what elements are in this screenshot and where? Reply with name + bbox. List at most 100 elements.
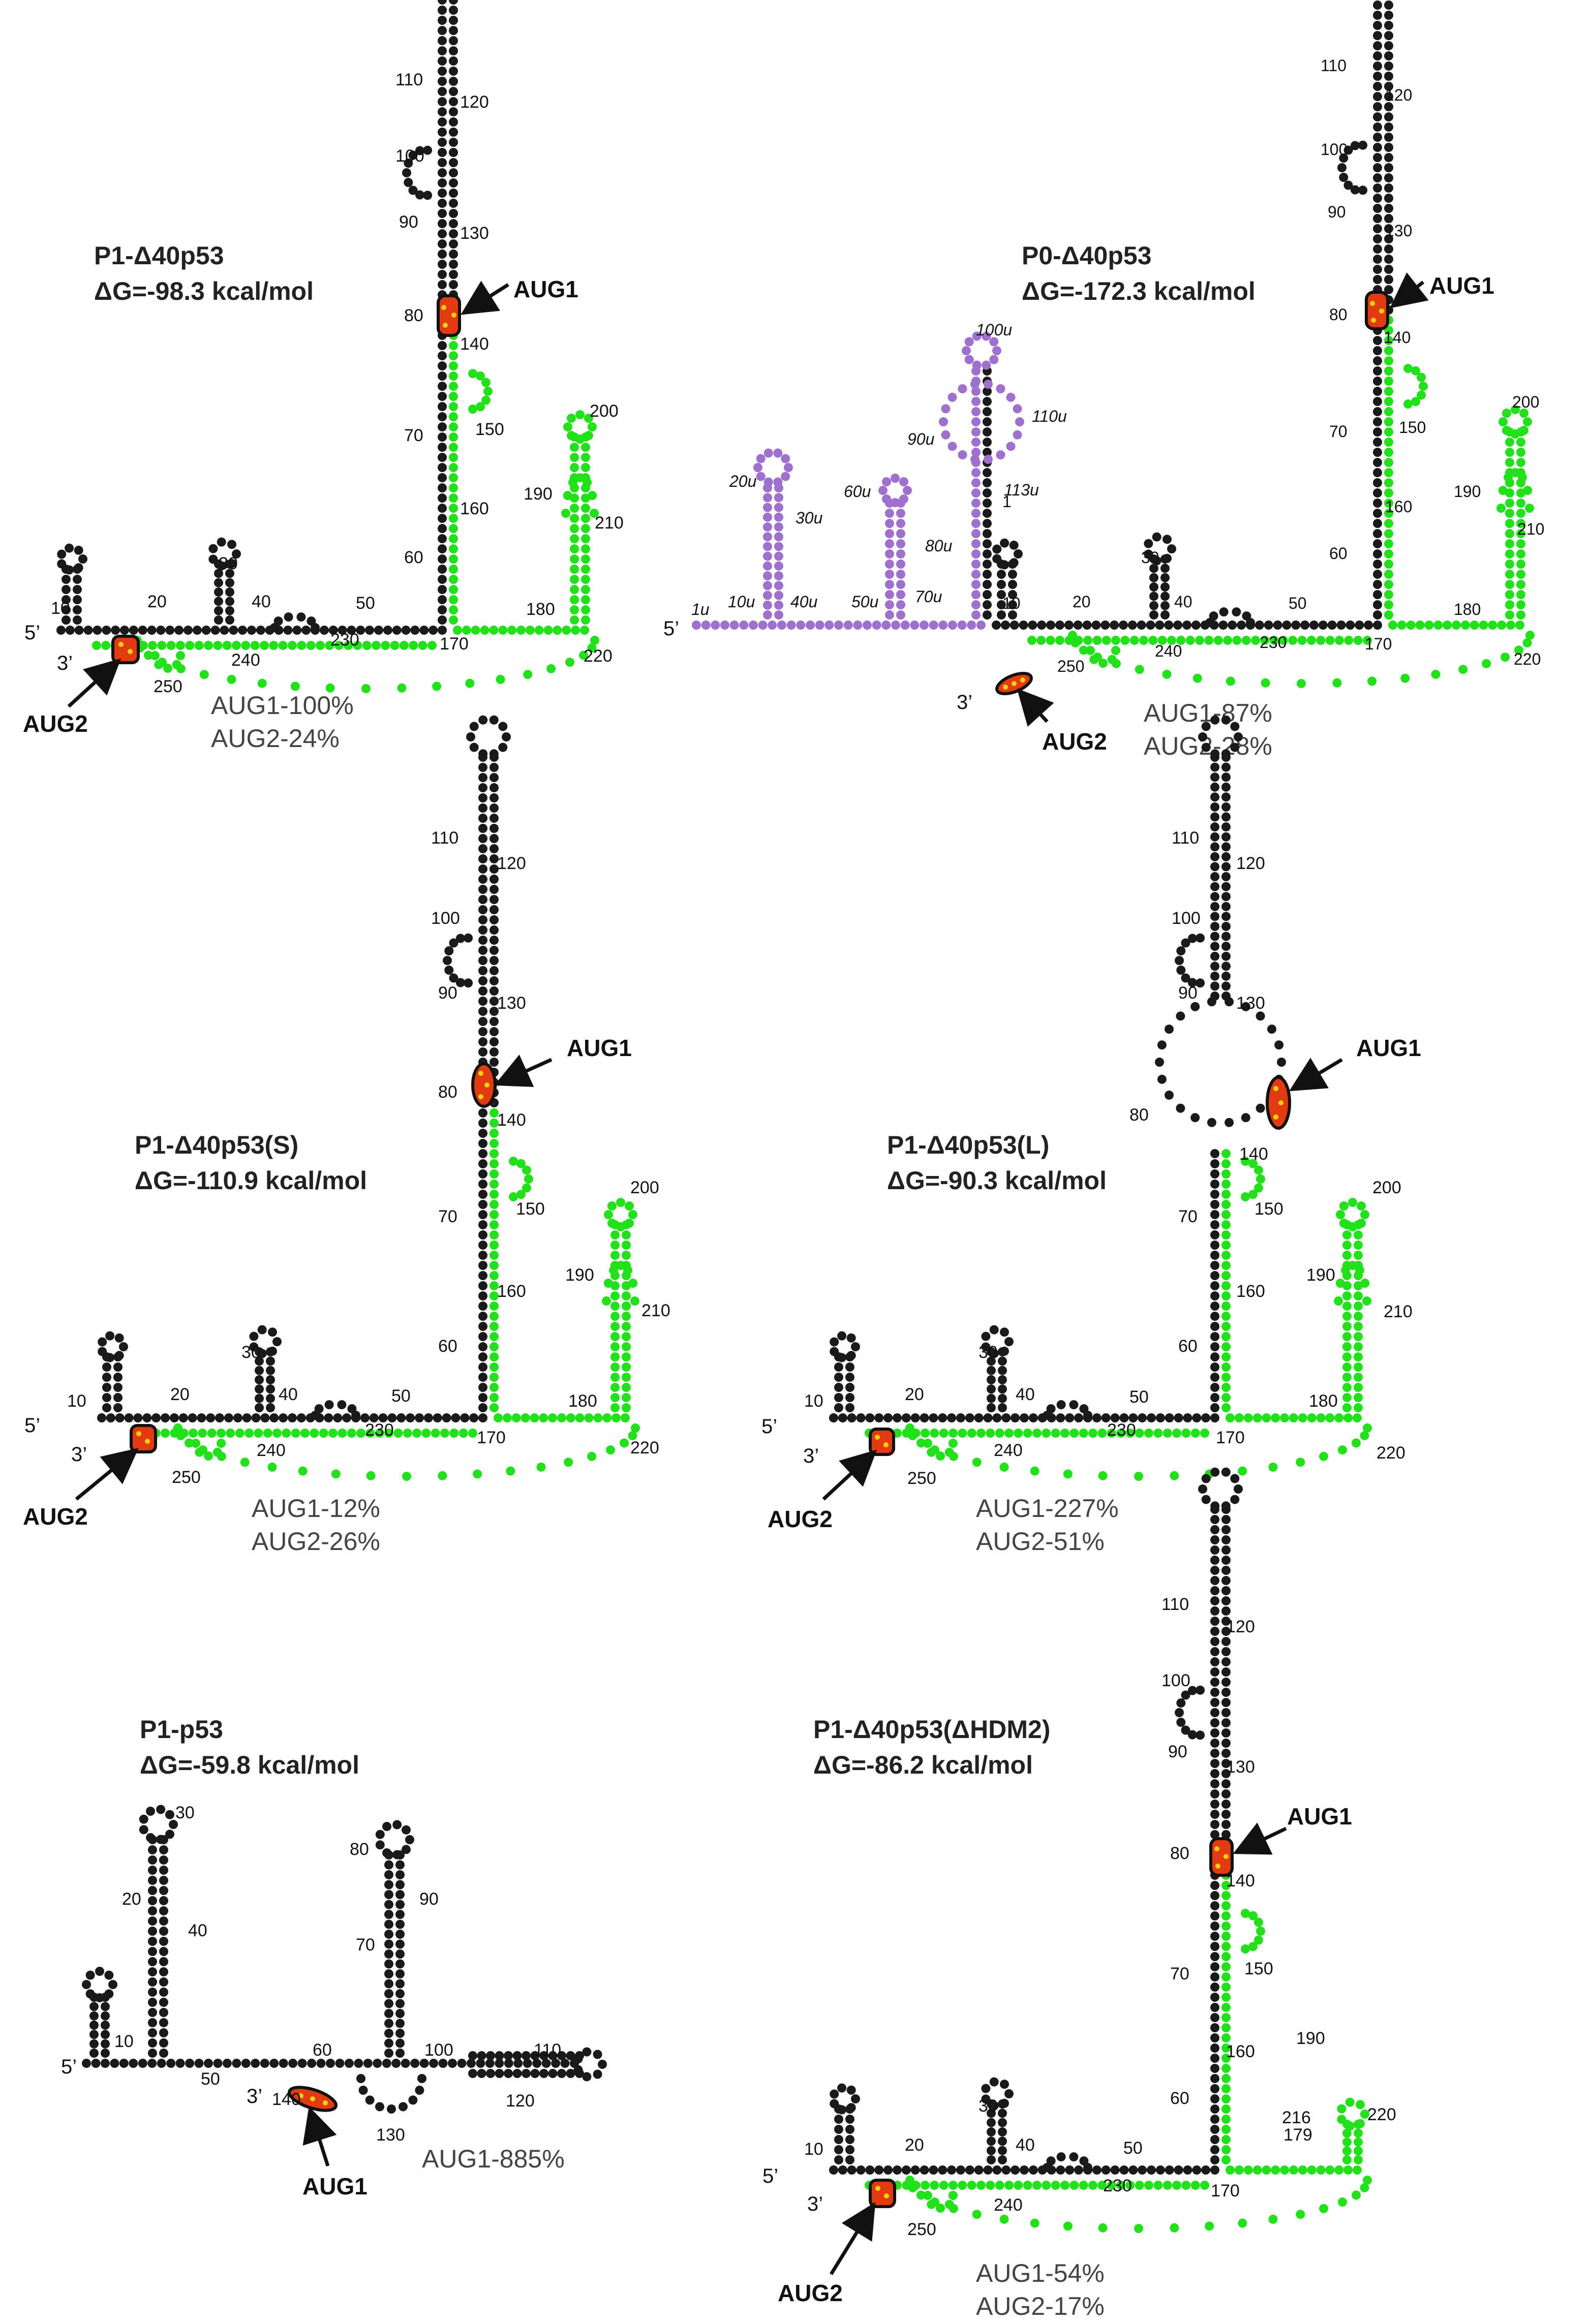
- nucleotide: [113, 1373, 123, 1382]
- nucleotide: [885, 560, 894, 569]
- nucleotide: [1373, 539, 1382, 548]
- nucleotide: [1162, 535, 1172, 544]
- nucleotide: [580, 626, 589, 635]
- nucleotide: [1403, 399, 1413, 409]
- nucleotide: [478, 1413, 487, 1422]
- pos-60: 60: [1170, 2089, 1189, 2108]
- nucleotide: [610, 1291, 620, 1300]
- nucleotide: [1479, 621, 1488, 630]
- nucleotide: [1030, 1466, 1039, 1476]
- pos-140: 140: [497, 1110, 526, 1130]
- nucleotide: [438, 575, 447, 584]
- pos-160: 160: [460, 499, 489, 518]
- aug2-label-l: AUG2: [768, 1506, 833, 1532]
- nucleotide: [971, 499, 981, 508]
- nucleotide: [1384, 112, 1393, 121]
- nucleotide: [590, 509, 599, 518]
- nucleotide: [1092, 636, 1102, 645]
- nucleotide: [777, 621, 786, 630]
- nucleotide: [1384, 458, 1393, 467]
- nucleotide: [384, 1969, 393, 1978]
- nucleotide: [1174, 1413, 1183, 1422]
- nucleotide: [1144, 1429, 1153, 1438]
- nucleotide: [1354, 2137, 1363, 2147]
- nucleotide: [225, 606, 234, 615]
- nucleotide: [507, 626, 517, 635]
- nucleotide: [902, 2181, 911, 2190]
- aug1-arrow-p1: [461, 281, 509, 315]
- nucleotide: [899, 494, 908, 504]
- nucleotide: [1309, 621, 1319, 630]
- nucleotide: [101, 2011, 110, 2021]
- pos-150: 150: [1399, 418, 1426, 437]
- nucleotide: [478, 844, 487, 853]
- nucleotide: [1221, 1312, 1231, 1321]
- nucleotide: [1210, 2165, 1219, 2175]
- nucleotide: [610, 1352, 620, 1361]
- nucleotide: [606, 1445, 615, 1455]
- nucleotide: [622, 1373, 631, 1382]
- nucleotide: [1373, 112, 1382, 121]
- nucleotide: [489, 1169, 499, 1179]
- nucleotide: [1307, 1413, 1317, 1422]
- nucleotide: [939, 417, 948, 426]
- nucleotide: [997, 570, 1006, 579]
- pos-200: 200: [1512, 393, 1539, 411]
- nucleotide: [504, 2051, 513, 2060]
- nucleotide: [1221, 2145, 1231, 2154]
- nucleotide: [213, 2059, 223, 2068]
- nucleotide: [1210, 1789, 1219, 1799]
- pos-70u: 70u: [915, 587, 942, 606]
- nucleotide: [449, 260, 458, 269]
- pos-50: 50: [391, 1386, 411, 1406]
- nucleotide: [570, 524, 579, 533]
- nucleotide: [562, 626, 571, 635]
- nucleotide: [1221, 1362, 1231, 1372]
- nucleotide: [1056, 1413, 1065, 1422]
- nucleotide: [449, 463, 458, 472]
- nucleotide: [183, 626, 193, 635]
- nucleotide: [1373, 72, 1382, 81]
- nucleotide: [837, 1353, 847, 1362]
- nucleotide: [1342, 1362, 1352, 1372]
- nucleotide: [899, 477, 908, 486]
- nucleotide: [964, 355, 974, 364]
- pos-80: 80: [1170, 1844, 1189, 1863]
- nucleotide: [478, 1332, 487, 1341]
- nucleotide: [489, 915, 499, 924]
- nucleotide: [590, 636, 599, 645]
- nucleotide: [408, 2095, 418, 2105]
- nucleotide: [201, 626, 211, 635]
- nucleotide: [438, 615, 447, 625]
- nucleotide: [393, 1429, 403, 1438]
- nucleotide: [1210, 942, 1219, 951]
- nucleotide: [570, 514, 579, 523]
- nucleotide: [1350, 185, 1360, 195]
- nucleotide: [1373, 163, 1382, 172]
- nucleotide: [478, 854, 487, 863]
- nucleotide: [1319, 2204, 1329, 2213]
- pos-90: 90: [399, 212, 418, 232]
- three-prime-end-dhdm2: 3’: [807, 2193, 823, 2215]
- nucleotide: [1210, 2115, 1219, 2124]
- pos-250: 250: [907, 1469, 936, 1488]
- nucleotide: [981, 2094, 991, 2104]
- nucleotide: [901, 2165, 911, 2175]
- nucleotide: [1337, 2104, 1347, 2114]
- nucleotide: [1373, 11, 1382, 20]
- nucleotide: [489, 834, 499, 843]
- nucleotide: [506, 1466, 515, 1476]
- nucleotide: [1187, 1686, 1197, 1695]
- nucleotide: [774, 512, 783, 522]
- nucleotide: [965, 2165, 974, 2175]
- nucleotide: [616, 1261, 625, 1270]
- nucleotide: [522, 2069, 531, 2078]
- rna-structure-p1: [56, 0, 599, 693]
- nucleotide: [1210, 1586, 1219, 1595]
- nucleotide: [198, 1429, 207, 1438]
- nucleotide: [156, 1805, 166, 1814]
- pos-250: 250: [172, 1468, 201, 1487]
- nucleotide: [1030, 2218, 1039, 2228]
- nucleotide: [1384, 41, 1393, 50]
- nucleotide: [159, 1977, 168, 1987]
